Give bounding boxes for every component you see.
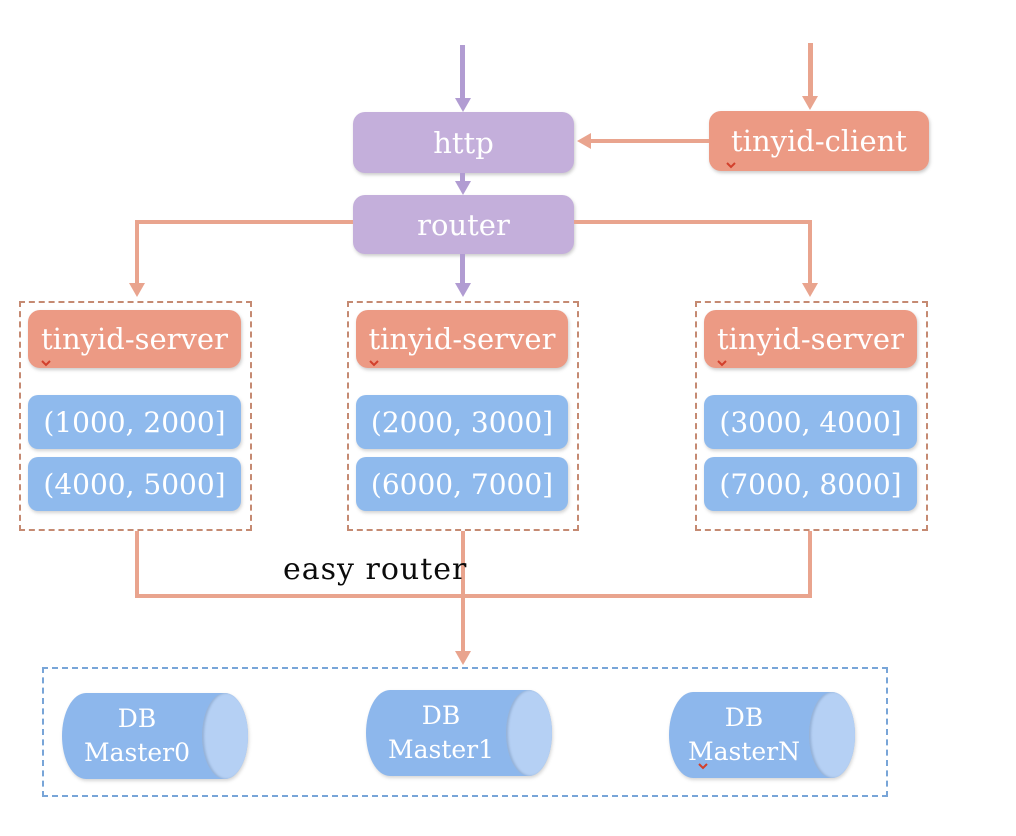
router-label: router <box>417 207 510 242</box>
arrow-into-db-head-icon <box>455 651 471 665</box>
id-range-label: (7000, 8000] <box>719 467 902 501</box>
id-range-label: (4000, 5000] <box>43 467 226 501</box>
db-line1: DB <box>724 703 764 733</box>
router-branch-right-vline <box>808 220 812 283</box>
db-cylinder-3: DB MasterN <box>669 692 855 778</box>
easy-router-label: easy router <box>283 552 468 587</box>
router-branch-right-hline <box>574 220 812 224</box>
arrow-into-http-head-icon <box>455 98 471 112</box>
id-range-box: (3000, 4000] <box>704 395 917 449</box>
db-cylinder-cap <box>202 693 248 779</box>
id-range-box: (6000, 7000] <box>356 457 568 511</box>
db-line2: Master0 <box>83 738 191 767</box>
http-node: http <box>353 112 574 173</box>
db-cylinder-2: DB Master1 <box>366 690 552 776</box>
id-range-box: (7000, 8000] <box>704 457 917 511</box>
db-cylinder-cap <box>506 690 552 776</box>
db-label-2: DB Master1 <box>366 690 552 776</box>
db-cylinder-1: DB Master0 <box>62 693 248 779</box>
id-range-box: (1000, 2000] <box>28 395 241 449</box>
db-group-box: DB Master0 DB Master1 DB MasterN <box>42 667 888 797</box>
id-range-label: (6000, 7000] <box>370 467 554 501</box>
tinyid-server-label-2: tinyid-server <box>368 322 556 356</box>
arrow-into-client-line <box>808 43 813 97</box>
easyrouter-left-vline <box>135 531 139 596</box>
db-line2: MasterN <box>688 737 800 766</box>
arrow-into-client-head-icon <box>802 96 818 110</box>
router-node: router <box>353 195 574 254</box>
id-range-label: (3000, 4000] <box>719 405 902 439</box>
tinyid-server-node-1: tinyid-server <box>28 310 241 368</box>
db-label-1: DB Master0 <box>62 693 248 779</box>
arrow-router-to-middle-head-icon <box>455 283 471 297</box>
spellcheck-squiggle-icon <box>725 161 738 169</box>
server-panel-1: tinyid-server (1000, 2000] (4000, 5000] <box>19 301 252 531</box>
arrow-http-to-router-head-icon <box>455 181 471 195</box>
arrow-http-to-router-line <box>460 173 465 183</box>
router-branch-right-head-icon <box>802 283 818 297</box>
tinyid-server-node-2: tinyid-server <box>356 310 568 368</box>
id-range-label: (2000, 3000] <box>370 405 554 439</box>
spellcheck-squiggle-icon <box>368 359 381 367</box>
easyrouter-right-vline <box>808 531 812 596</box>
tinyid-server-node-3: tinyid-server <box>704 310 917 368</box>
router-branch-left-hline <box>137 220 353 224</box>
router-branch-left-vline <box>135 220 139 283</box>
tinyid-client-label: tinyid-client <box>731 124 907 158</box>
server-panel-3: tinyid-server (3000, 4000] (7000, 8000] <box>695 301 928 531</box>
db-line2: Master1 <box>387 735 495 764</box>
tinyid-client-node: tinyid-client <box>709 111 929 171</box>
db-line1: DB <box>421 701 461 731</box>
id-range-box: (2000, 3000] <box>356 395 568 449</box>
easyrouter-hline <box>135 594 812 598</box>
id-range-box: (4000, 5000] <box>28 457 241 511</box>
db-line1: DB <box>117 704 157 734</box>
tinyid-server-label-3: tinyid-server <box>717 322 904 356</box>
server-panel-2: tinyid-server (2000, 3000] (6000, 7000] <box>347 301 579 531</box>
db-label-3: DB MasterN <box>669 692 855 778</box>
db-cylinder-cap <box>809 692 855 778</box>
arrow-client-to-http-head-icon <box>577 133 591 149</box>
spellcheck-squiggle-icon <box>40 359 53 367</box>
arrow-into-http-line <box>460 45 465 99</box>
id-range-label: (1000, 2000] <box>43 405 226 439</box>
arrow-client-to-http-line <box>591 139 709 143</box>
arrow-router-to-middle-line <box>460 254 465 284</box>
router-branch-left-head-icon <box>129 283 145 297</box>
spellcheck-squiggle-icon <box>716 359 729 367</box>
easyrouter-middle-vline <box>461 531 465 652</box>
tinyid-server-label-1: tinyid-server <box>41 322 228 356</box>
http-label: http <box>433 125 494 160</box>
